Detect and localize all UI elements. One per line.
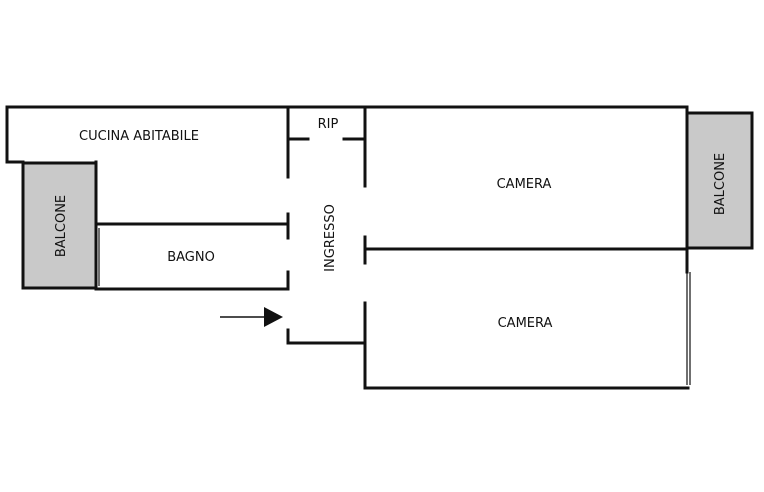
bathroom-walls <box>94 212 290 291</box>
room-label-kitchen: CUCINA ABITABILE <box>79 129 199 144</box>
kitchen-walls <box>5 105 689 227</box>
balcony-left <box>21 161 98 290</box>
room-label-bedroom-bottom: CAMERA <box>498 316 553 331</box>
arrow-right-icon <box>220 307 283 327</box>
room-label-bathroom: BAGNO <box>167 250 215 265</box>
storage-walls <box>286 105 367 188</box>
room-label-storage: RIP <box>318 117 339 132</box>
bedroom-walls <box>363 105 691 390</box>
room-label-balcony-right: BALCONE <box>713 153 728 215</box>
room-label-bedroom-top: CAMERA <box>497 177 552 192</box>
room-label-balcony-left: BALCONE <box>54 195 69 257</box>
room-label-hall: INGRESSO <box>323 204 338 272</box>
entrance-walls <box>286 328 367 345</box>
balcony-right <box>685 111 754 250</box>
